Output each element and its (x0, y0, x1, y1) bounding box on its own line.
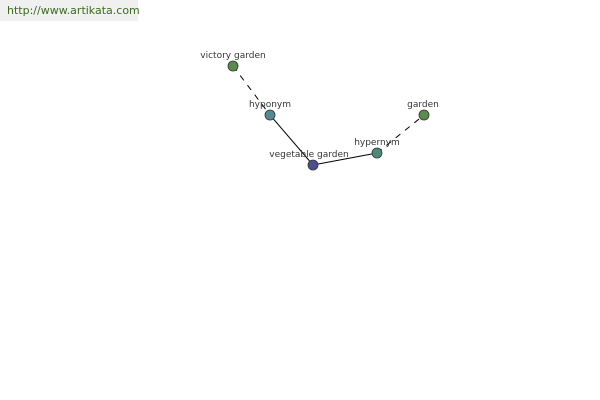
site-url-link[interactable]: http://www.artikata.com (7, 4, 140, 17)
node-vegetable-garden[interactable] (307, 159, 319, 171)
label-hypernym: hypernym (354, 138, 400, 148)
node-victory-garden[interactable] (227, 60, 239, 72)
label-victory-garden: victory garden (200, 51, 265, 61)
node-hyponym[interactable] (264, 109, 276, 121)
edge-hypernym-garden (376, 114, 425, 154)
label-hyponym: hyponym (249, 100, 291, 110)
node-garden[interactable] (418, 109, 430, 121)
edge-victory-garden-hyponym (232, 65, 271, 116)
edge-hyponym-vegetable-garden (269, 114, 314, 166)
site-banner: http://www.artikata.com (0, 0, 140, 21)
label-vegetable-garden: vegetable garden (269, 150, 349, 160)
edge-vegetable-garden-hypernym (312, 152, 378, 166)
node-hypernym[interactable] (371, 147, 383, 159)
label-garden: garden (407, 100, 439, 110)
